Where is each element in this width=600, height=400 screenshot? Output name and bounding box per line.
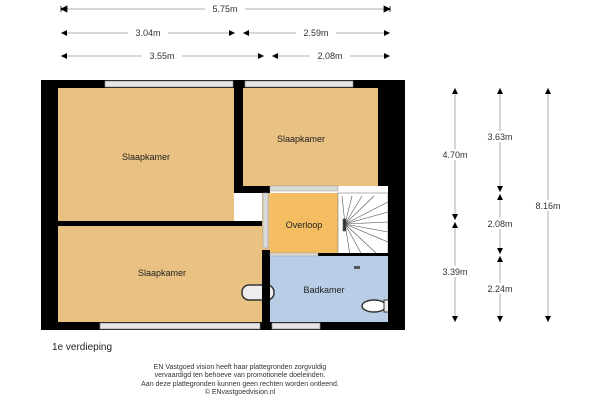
dim-width-bottom-left: 3.55m (149, 51, 174, 61)
disclaimer: EN Vastgoed vision heeft haar plattegron… (0, 364, 600, 397)
room-bedroom-bottom-left (58, 226, 262, 322)
dim-height-4-70: 4.70m (442, 150, 467, 160)
drain-icon (354, 266, 360, 269)
dim-width-bottom-right: 2.08m (317, 51, 342, 61)
dim-height-2-24: 2.24m (487, 284, 512, 294)
dim-total-height: 8.16m (535, 201, 560, 211)
label-bedroom-top-left: Slaapkamer (122, 152, 170, 162)
label-bedroom-top-right: Slaapkamer (277, 134, 325, 144)
dim-height-2-08: 2.08m (487, 219, 512, 229)
room-landing (270, 193, 338, 255)
toilet-icon (361, 299, 387, 313)
horizontal-dimensions (61, 8, 390, 57)
floor-label: 1e verdieping (52, 342, 113, 353)
label-landing: Overloop (286, 220, 323, 230)
dim-total-width: 5.75m (212, 4, 237, 14)
room-bedroom-top-left (58, 88, 234, 221)
disclaimer-line: vervaardigd ten behoeve van promotionele… (154, 372, 326, 380)
dim-width-top-left: 3.04m (135, 28, 160, 38)
dim-width-top-right: 2.59m (303, 28, 328, 38)
dim-height-3-63: 3.63m (487, 132, 512, 142)
disclaimer-line: EN Vastgoed vision heeft haar plattegron… (153, 364, 327, 371)
room-bedroom-top-right (243, 88, 378, 186)
stair-steps (341, 195, 389, 256)
copyright-line: © ENvastgoedvision.nl (204, 388, 276, 396)
label-bedroom-bottom-left: Slaapkamer (138, 268, 186, 278)
windows (99, 80, 354, 330)
doors (262, 185, 339, 257)
label-bathroom: Badkamer (303, 285, 344, 295)
dim-height-3-39: 3.39m (442, 267, 467, 277)
disclaimer-line: Aan deze plattegronden kunnen geen recht… (141, 380, 339, 388)
